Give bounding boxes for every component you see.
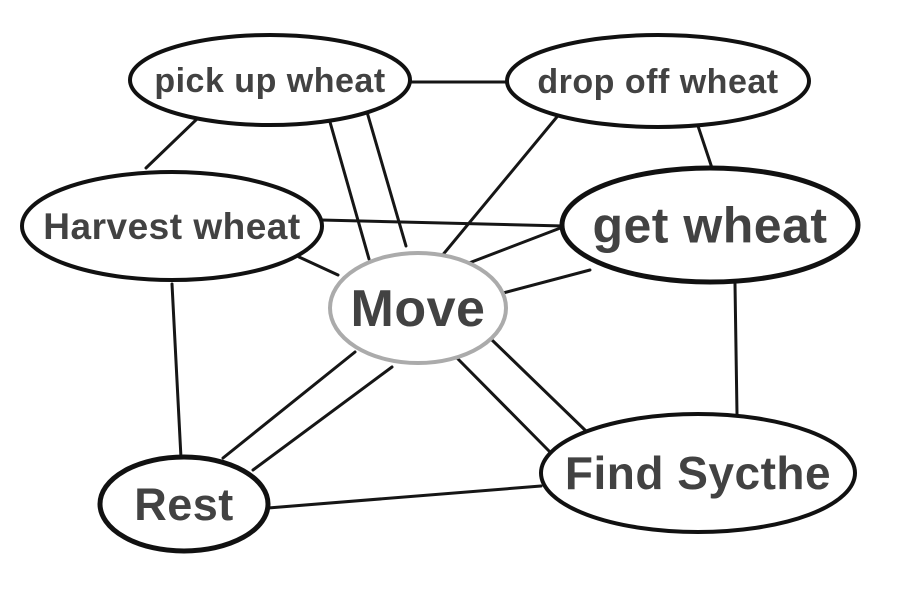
node-ellipse-rest bbox=[97, 454, 271, 554]
edge-move--find-sycthe bbox=[490, 338, 589, 434]
node-label-rest: Rest bbox=[134, 479, 234, 530]
edge-pick-up-wheat--move bbox=[328, 120, 371, 261]
edge-move--find-sycthe bbox=[455, 356, 552, 454]
edge-rest--find-sycthe bbox=[266, 484, 543, 510]
node-ellipse-get-wheat bbox=[559, 165, 861, 285]
node-drop-off-wheat: drop off wheat bbox=[505, 33, 811, 129]
edge-move--rest bbox=[251, 365, 394, 472]
edge-get-wheat--move bbox=[501, 268, 592, 295]
node-label-move: Move bbox=[351, 280, 486, 338]
node-label-pick-up-wheat: pick up wheat bbox=[154, 62, 385, 100]
edge-move--rest bbox=[221, 350, 357, 460]
node-label-harvest-wheat: Harvest wheat bbox=[43, 206, 300, 247]
edge-harvest-wheat--rest bbox=[170, 282, 183, 460]
edge-harvest-wheat--move bbox=[297, 255, 340, 277]
node-label-get-wheat: get wheat bbox=[592, 198, 827, 254]
node-get-wheat: get wheat bbox=[559, 165, 861, 285]
node-ellipse-harvest-wheat bbox=[20, 170, 324, 282]
node-label-find-sycthe: Find Sycthe bbox=[565, 447, 831, 499]
node-pick-up-wheat: pick up wheat bbox=[128, 33, 412, 127]
edge-pick-up-wheat--harvest-wheat bbox=[144, 116, 200, 170]
edge-drop-off-wheat--move bbox=[439, 110, 563, 259]
node-ellipse-find-sycthe bbox=[539, 412, 857, 534]
node-find-sycthe: Find Sycthe bbox=[539, 412, 857, 534]
node-label-drop-off-wheat: drop off wheat bbox=[537, 63, 778, 101]
edge-pick-up-wheat--move bbox=[365, 110, 408, 248]
node-harvest-wheat: Harvest wheat bbox=[20, 170, 324, 282]
node-rest: Rest bbox=[97, 454, 271, 554]
node-ellipse-pick-up-wheat bbox=[128, 33, 412, 127]
edge-drop-off-wheat--get-wheat bbox=[696, 124, 714, 170]
edge-harvest-wheat--get-wheat bbox=[319, 218, 566, 228]
edge-get-wheat--find-sycthe bbox=[733, 282, 739, 416]
node-move: Move bbox=[328, 251, 508, 365]
node-ellipse-move bbox=[328, 251, 508, 365]
edge-get-wheat--move bbox=[467, 225, 565, 265]
node-ellipse-drop-off-wheat bbox=[505, 33, 811, 129]
